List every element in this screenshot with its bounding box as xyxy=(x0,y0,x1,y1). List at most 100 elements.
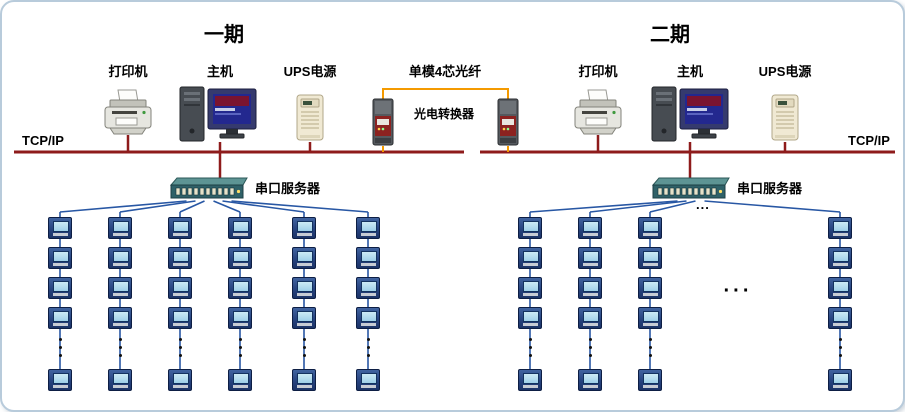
media-converter-icon-left xyxy=(370,98,396,147)
media-converter-icon xyxy=(372,98,394,146)
meter-fan-line xyxy=(529,200,678,213)
meter-fan-line xyxy=(704,200,841,213)
computer-icon xyxy=(651,86,729,142)
power-meter xyxy=(228,217,252,239)
media-converter-label: 光电转换器 xyxy=(413,107,475,121)
serial-server-label-right: 串口服务器 xyxy=(737,181,803,196)
power-meter xyxy=(578,277,602,299)
power-meter xyxy=(356,307,380,329)
power-meter xyxy=(168,217,192,239)
tcpip-label-left: TCP/IP xyxy=(22,133,64,148)
omitted-columns-ellipsis: ··· xyxy=(723,280,753,302)
power-meter xyxy=(356,217,380,239)
fiber-link-line xyxy=(382,88,509,99)
host-label-right: 主机 xyxy=(676,64,704,79)
switch-icon xyxy=(169,177,248,199)
meter-fan-line xyxy=(649,200,696,213)
power-meter xyxy=(828,277,852,299)
printer-icon-left xyxy=(101,87,155,137)
power-meter xyxy=(578,369,602,391)
power-meter xyxy=(48,217,72,239)
power-meter xyxy=(518,369,542,391)
power-meter xyxy=(518,307,542,329)
more-meters-dots xyxy=(648,338,652,357)
printer-label-right: 打印机 xyxy=(578,64,618,79)
meter-fan-line xyxy=(59,200,187,213)
media-converter-icon-right xyxy=(495,98,521,147)
power-meter xyxy=(578,247,602,269)
power-meter xyxy=(518,247,542,269)
ups-icon xyxy=(771,94,799,141)
power-meter xyxy=(578,307,602,329)
host-computer-icon-right xyxy=(650,85,730,143)
power-meter xyxy=(356,369,380,391)
printer-icon xyxy=(574,89,622,135)
power-meter xyxy=(108,369,132,391)
power-meter xyxy=(168,369,192,391)
ups-label-left: UPS电源 xyxy=(283,64,337,79)
host-label-left: 主机 xyxy=(206,64,234,79)
power-meter xyxy=(356,277,380,299)
power-meter xyxy=(292,369,316,391)
power-meter xyxy=(48,247,72,269)
more-columns-ellipsis-top: ... xyxy=(696,197,710,212)
power-meter xyxy=(108,307,132,329)
more-meters-dots xyxy=(302,338,306,357)
power-meter xyxy=(356,247,380,269)
more-meters-dots xyxy=(528,338,532,357)
power-meter xyxy=(48,277,72,299)
meter-fan-line xyxy=(589,200,687,213)
printer-label-left: 打印机 xyxy=(108,64,148,79)
computer-icon xyxy=(179,86,257,142)
power-meter xyxy=(228,369,252,391)
power-meter xyxy=(48,369,72,391)
power-meter xyxy=(228,247,252,269)
power-meter xyxy=(828,369,852,391)
more-meters-dots xyxy=(238,338,242,357)
ups-icon-right xyxy=(767,93,803,143)
power-meter xyxy=(292,217,316,239)
serial-server-label-left: 串口服务器 xyxy=(255,181,321,196)
power-meter xyxy=(292,247,316,269)
power-meter xyxy=(638,369,662,391)
phase1-title: 一期 xyxy=(204,24,244,46)
power-meter xyxy=(638,307,662,329)
more-meters-dots xyxy=(366,338,370,357)
media-converter-icon xyxy=(497,98,519,146)
host-computer-icon-left xyxy=(178,85,258,143)
power-meter xyxy=(518,277,542,299)
meter-fan-line xyxy=(222,200,305,213)
power-meter xyxy=(828,247,852,269)
power-meter xyxy=(168,307,192,329)
more-meters-dots xyxy=(118,338,122,357)
printer-icon xyxy=(104,89,152,135)
serial-server-icon-right xyxy=(651,177,731,201)
ups-icon-left xyxy=(292,93,328,143)
ups-label-right: UPS电源 xyxy=(758,64,812,79)
power-meter xyxy=(828,307,852,329)
switch-icon xyxy=(651,177,730,199)
serial-server-icon-left xyxy=(169,177,249,201)
power-meter xyxy=(638,277,662,299)
power-meter xyxy=(292,277,316,299)
power-meter xyxy=(638,247,662,269)
printer-icon-right xyxy=(571,87,625,137)
more-meters-dots xyxy=(838,338,842,357)
power-meter xyxy=(48,307,72,329)
meter-fan-line xyxy=(213,200,241,213)
power-meter xyxy=(108,277,132,299)
power-meter xyxy=(168,247,192,269)
power-meter xyxy=(828,217,852,239)
power-meter xyxy=(638,217,662,239)
meter-fan-line xyxy=(231,200,369,213)
power-meter xyxy=(578,217,602,239)
fiber-link-label: 单模4芯光纤 xyxy=(408,64,482,79)
power-meter xyxy=(228,307,252,329)
meter-fan-line xyxy=(179,200,205,213)
power-meter xyxy=(108,217,132,239)
power-meter xyxy=(228,277,252,299)
power-meter xyxy=(108,247,132,269)
more-meters-dots xyxy=(178,338,182,357)
tcpip-label-right: TCP/IP xyxy=(848,133,890,148)
